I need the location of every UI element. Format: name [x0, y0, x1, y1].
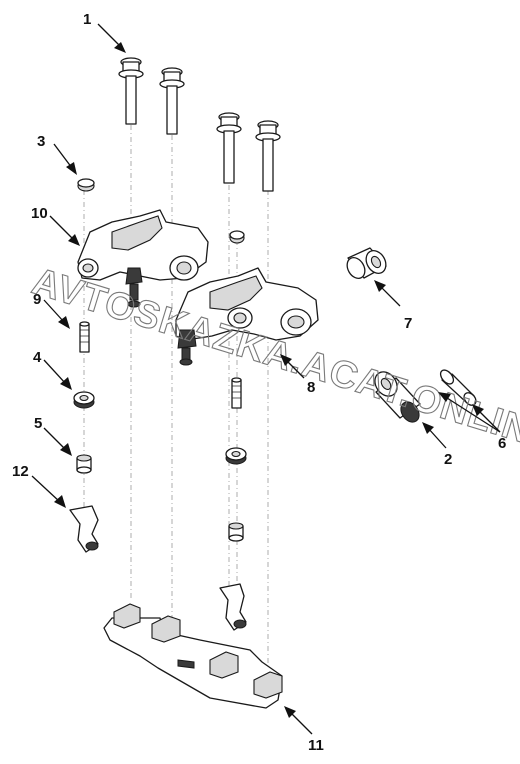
dowel-pin-6 — [439, 369, 477, 406]
callout-6: 6 — [498, 435, 506, 452]
callout-4: 4 — [33, 349, 42, 366]
lock-nut-4-right — [225, 447, 247, 465]
lock-nut-4-left — [73, 391, 95, 409]
rocker-arm-assembly-8 — [175, 267, 319, 366]
sleeve-5-right — [228, 522, 244, 542]
callout-labels: 1 3 10 9 4 5 12 7 8 2 6 11 — [12, 11, 506, 754]
callout-10: 10 — [31, 205, 48, 222]
nut-3-center — [229, 230, 245, 244]
callout-2: 2 — [444, 451, 452, 468]
rocker-support-base-11 — [103, 603, 283, 709]
adjusting-screw-9-right — [231, 377, 242, 409]
bolt-1a — [118, 57, 144, 125]
sleeve-5-left — [76, 454, 92, 474]
callout-5: 5 — [34, 415, 42, 432]
leader-arrows — [31, 23, 501, 735]
callout-7: 7 — [404, 315, 412, 332]
callout-3: 3 — [37, 133, 45, 150]
adjusting-screw-9-left — [79, 321, 90, 353]
callout-9: 9 — [33, 291, 41, 308]
sleeve-7 — [346, 247, 387, 279]
callout-11: 11 — [308, 737, 324, 754]
rocker-arm-assembly-10 — [77, 209, 209, 308]
crosshead-12-left — [69, 505, 99, 553]
nut-3-upper — [77, 178, 95, 192]
rocker-shaft-bushing-2 — [374, 371, 421, 423]
callout-12: 12 — [12, 463, 29, 480]
callout-8: 8 — [307, 379, 315, 396]
bolt-1c — [216, 112, 242, 184]
crosshead-12-right — [219, 583, 247, 631]
callout-1: 1 — [83, 11, 91, 28]
bolt-1d — [255, 120, 281, 192]
bolt-1b — [159, 67, 185, 135]
rocker-shaft-bolts — [118, 57, 281, 192]
